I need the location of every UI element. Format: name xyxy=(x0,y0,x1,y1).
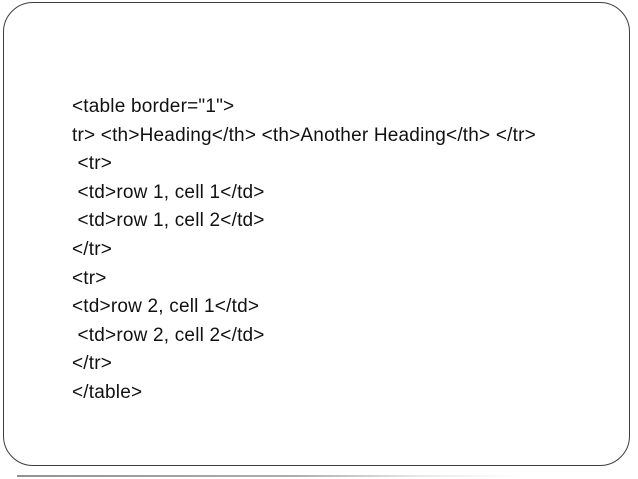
code-line: <tr> xyxy=(72,267,107,289)
code-line: </tr> xyxy=(72,238,113,260)
code-line: tr> <th>Heading</th> <th>Another Heading… xyxy=(72,124,536,146)
code-line: <td>row 2, cell 1</td> xyxy=(72,296,260,318)
code-line: <td>row 1, cell 2</td> xyxy=(72,210,265,232)
code-line: <td>row 2, cell 2</td> xyxy=(72,324,265,346)
slide-frame: <table border="1"> tr> <th>Heading</th> … xyxy=(3,2,630,466)
code-line: <tr> xyxy=(72,153,113,175)
code-line: </table> xyxy=(72,381,143,403)
code-block: <table border="1"> tr> <th>Heading</th> … xyxy=(72,93,536,408)
code-line: <td>row 1, cell 1</td> xyxy=(72,181,265,203)
code-line: <table border="1"> xyxy=(72,96,235,117)
slide-bottom-shadow xyxy=(17,475,522,477)
code-line: </tr> xyxy=(72,353,113,375)
